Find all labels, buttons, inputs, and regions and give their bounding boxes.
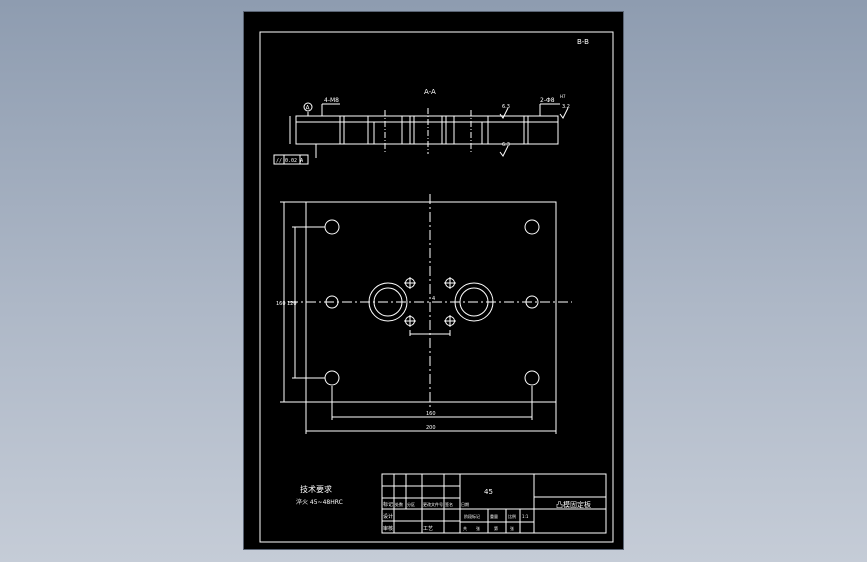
title-col-label: 日期 [461, 501, 469, 507]
drawing-sheet: B-B [244, 12, 623, 549]
title-sheet-info: 张 [476, 525, 480, 531]
roughness-value: 6.3 [502, 104, 510, 110]
title-stage-label: 阶段标记 [464, 513, 480, 519]
plan-view [280, 194, 572, 434]
tolerance-text: // 0.02 A [276, 158, 303, 164]
title-material: 45 [484, 488, 493, 496]
roughness-symbol [499, 107, 569, 157]
title-stage-label: 重量 [490, 513, 498, 519]
title-col-label: 签名 [445, 501, 453, 507]
title-sheet-info: 张 [510, 525, 514, 531]
roughness-value: 6.3 [502, 142, 510, 148]
side-hole [525, 295, 539, 309]
title-col-label: 更改文件号 [423, 501, 443, 507]
title-row-label: 审核 [383, 525, 393, 532]
datum-label: A [306, 105, 311, 112]
title-block-frame [381, 473, 607, 534]
corner-hole [324, 219, 340, 235]
punch-bore-inner [373, 287, 403, 317]
dim-left-outer-label: 160 [276, 301, 286, 307]
dim-bottom-inner-label: 160 [426, 411, 436, 417]
tech-requirements-title: 技术要求 [300, 484, 332, 494]
center-mark-label: 4 [432, 296, 435, 302]
title-sheet-info: 第 [494, 525, 498, 531]
punch-bore-outer [454, 282, 494, 322]
title-col-label: 分区 [407, 501, 415, 507]
title-col-label: 处数 [395, 501, 403, 507]
title-part-name: 凸模固定板 [556, 500, 591, 509]
dim-top-right-label: 2-Φ8 [540, 97, 555, 104]
engineering-drawing: B-B [259, 31, 614, 543]
tolerance-frame [273, 154, 309, 165]
dim-top-right-small-label: H7 [560, 94, 566, 99]
punch-bore-inner [459, 287, 489, 317]
dim-top-left-label: 4-M8 [324, 97, 339, 104]
corner-hole [524, 219, 540, 235]
corner-hole [324, 370, 340, 386]
corner-hole [524, 370, 540, 386]
dim-bottom-outer-label: 200 [426, 425, 436, 431]
corner-label: B-B [577, 38, 589, 46]
drawing-border [259, 31, 614, 543]
title-sheet-info: 共 [463, 525, 467, 531]
title-scale: 1:1 [522, 514, 529, 519]
datum-symbol [303, 102, 313, 112]
section-view [289, 103, 560, 158]
side-hole [325, 295, 339, 309]
title-row-label: 标记 [383, 501, 393, 508]
roughness-value: 3.2 [562, 104, 570, 110]
title-row-label: 设计 [383, 513, 393, 520]
dim-left-inner-label: 120 [287, 301, 297, 307]
title-block [381, 473, 607, 534]
section-plate-outline [295, 115, 559, 145]
section-label: A-A [424, 88, 436, 96]
tech-requirements-note: 淬火 45~48HRC [296, 498, 343, 506]
title-stage-label: 比例 [508, 513, 516, 519]
punch-bore-outer [368, 282, 408, 322]
title-row-label: 工艺 [423, 526, 433, 532]
